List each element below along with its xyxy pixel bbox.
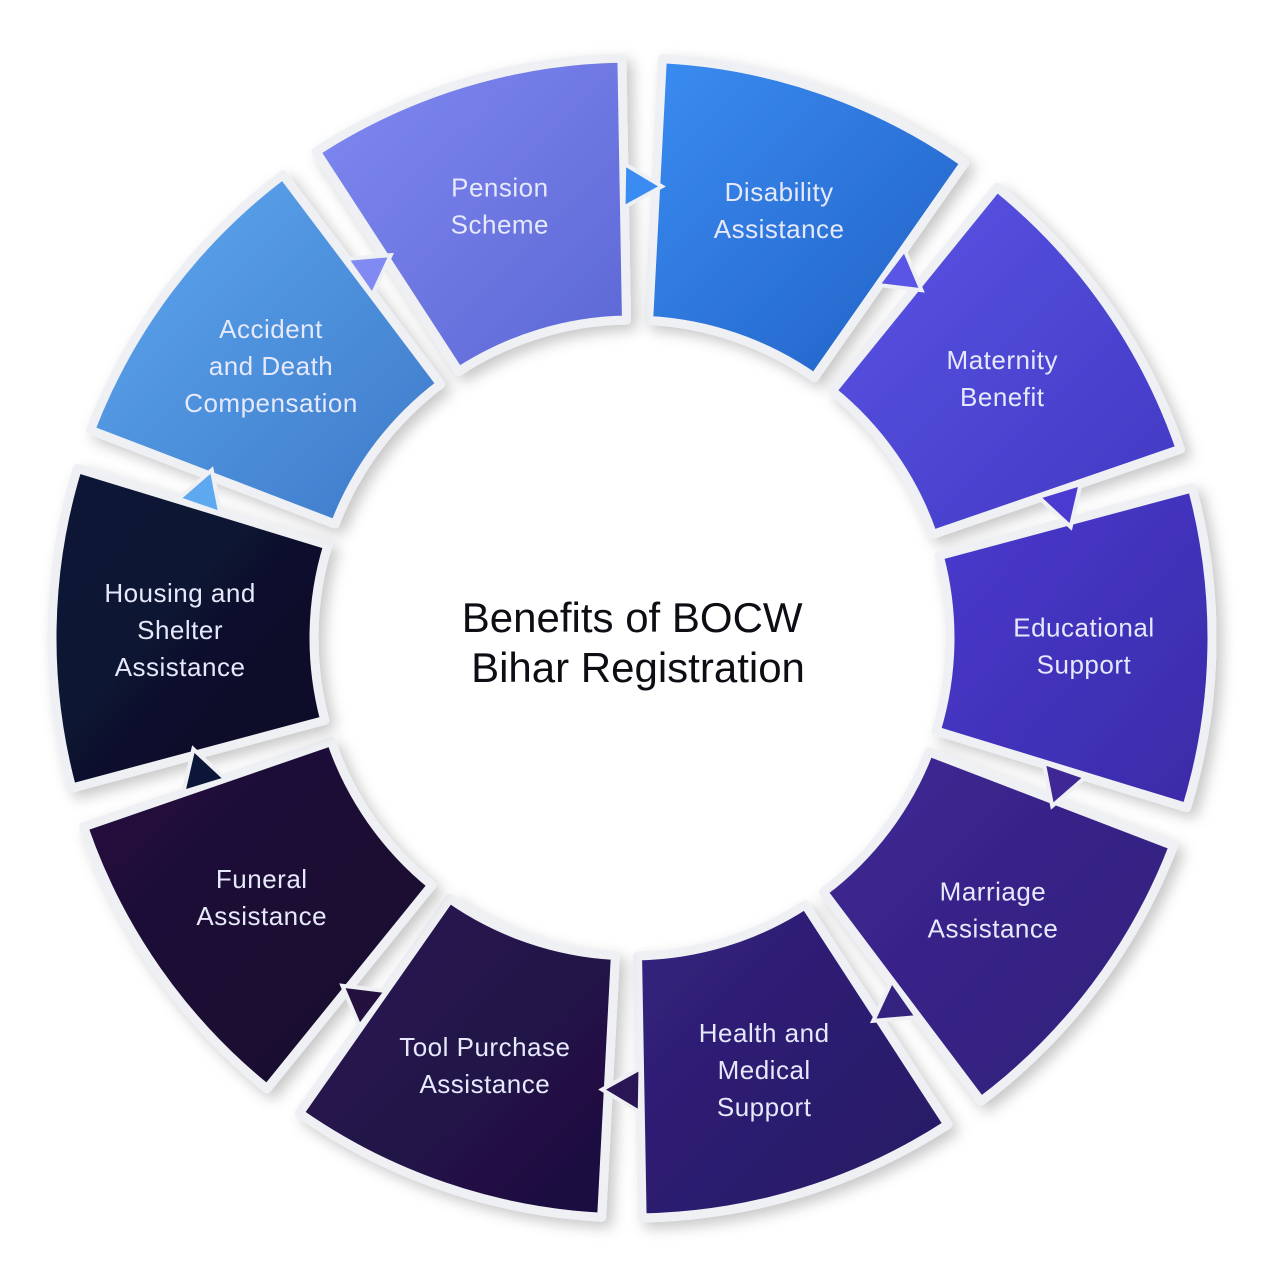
segment-pension-scheme bbox=[311, 53, 631, 376]
segment-label-line: Housing and bbox=[104, 578, 256, 608]
segment-disability-assistance bbox=[644, 54, 970, 383]
segment-label-line: Shelter bbox=[137, 615, 223, 645]
segment-label-line: Funeral bbox=[216, 864, 308, 894]
segment-label-line: Tool Purchase bbox=[399, 1032, 570, 1062]
arrows-layer bbox=[174, 160, 1090, 1116]
center-title-line-2: Bihar Registration bbox=[471, 644, 805, 691]
segment-marriage-assistance bbox=[818, 747, 1178, 1106]
arrow-into-pension-scheme bbox=[343, 252, 395, 299]
arrow-into-disability-assistance bbox=[621, 160, 666, 212]
segment-label-line: Assistance bbox=[714, 214, 845, 244]
center-title: Benefits of BOCW Bihar Registration bbox=[462, 594, 814, 691]
segment-maternity-benefit bbox=[827, 182, 1185, 539]
segment-label-line: and Death bbox=[209, 351, 333, 381]
segment-housing-and-shelter-assistance bbox=[47, 463, 333, 793]
segment-label-line: Support bbox=[717, 1092, 812, 1122]
arrow-into-accident-and-death-compensation bbox=[174, 466, 223, 517]
segment-label-line: Compensation bbox=[184, 388, 358, 418]
segment-label-line: Disability bbox=[725, 177, 834, 207]
arrow-into-health-and-medical-support bbox=[869, 977, 921, 1024]
segment-educational-support bbox=[931, 483, 1217, 813]
segment-label-line: Assistance bbox=[196, 901, 327, 931]
segment-label-line: Health and bbox=[699, 1018, 830, 1048]
arrow-into-maternity-benefit bbox=[874, 245, 925, 293]
arrow-into-tool-purchase-assistance bbox=[598, 1064, 643, 1116]
arrow-into-housing-and-shelter-assistance bbox=[180, 745, 230, 795]
segment-label-line: Support bbox=[1037, 649, 1132, 679]
segment-label-line: Benefit bbox=[960, 382, 1045, 412]
segment-tool-purchase-assistance bbox=[294, 893, 620, 1222]
segment-label-line: Maternity bbox=[947, 345, 1058, 375]
segment-accident-and-death-compensation bbox=[86, 170, 446, 529]
arrow-into-educational-support bbox=[1034, 481, 1084, 531]
segment-label-line: Accident bbox=[219, 314, 323, 344]
segment-label-line: Assistance bbox=[928, 914, 1059, 944]
segment-label-line: Scheme bbox=[451, 209, 549, 239]
segment-label-line: Assistance bbox=[115, 652, 246, 682]
segment-health-and-medical-support bbox=[633, 900, 953, 1223]
arrow-into-marriage-assistance bbox=[1041, 759, 1090, 810]
segment-label-line: Assistance bbox=[419, 1069, 550, 1099]
segment-label-line: Marriage bbox=[940, 877, 1047, 907]
segment-label-line: Pension bbox=[451, 172, 548, 202]
segments-layer bbox=[47, 53, 1217, 1223]
arrow-into-funeral-assistance bbox=[339, 983, 390, 1031]
segment-label-line: Educational bbox=[1013, 612, 1154, 642]
center-title-line-1: Benefits of BOCW bbox=[462, 594, 803, 641]
segment-funeral-assistance bbox=[79, 737, 437, 1094]
segment-label-line: Medical bbox=[718, 1055, 811, 1085]
